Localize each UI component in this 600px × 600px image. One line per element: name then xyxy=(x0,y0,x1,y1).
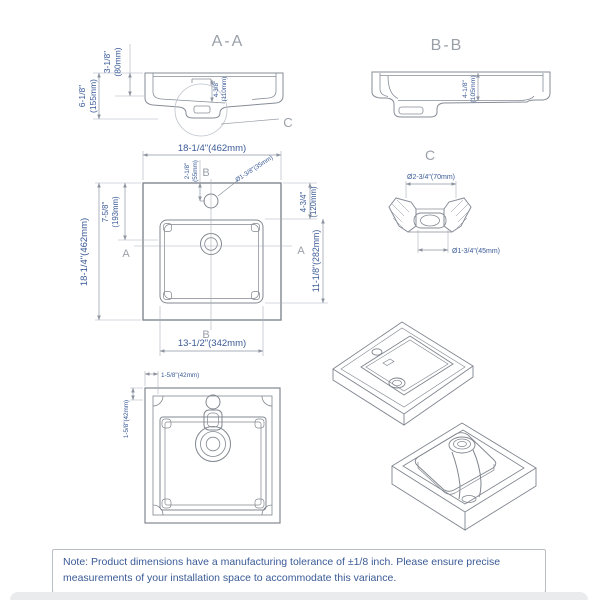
dim-bottom-edge-v: 1-5/8"(42mm) xyxy=(123,400,130,438)
drain-bottom-outer xyxy=(195,426,231,462)
section-marker-b-top: B xyxy=(202,167,209,179)
dim-basin-depth-in: 4-3/8" xyxy=(213,81,220,98)
iso-drain xyxy=(388,377,406,389)
section-view-aa xyxy=(144,72,284,137)
dim-right-offset-mm: (120mm) xyxy=(309,186,318,218)
dim-overall-width: 18-1/4"(462mm) xyxy=(178,143,246,154)
iso-drain-underside xyxy=(448,436,476,454)
section-view-bb xyxy=(371,71,551,118)
plan-view xyxy=(134,179,292,330)
bottom-view-dimensions xyxy=(130,371,159,401)
view-title-c: C xyxy=(425,147,435,163)
isometric-top-view xyxy=(332,321,474,426)
note-text: Note: Product dimensions have a manufact… xyxy=(63,556,501,584)
dim-hole-diameter: Ø1-3/8"(35mm) xyxy=(234,154,274,183)
dim-basin-width: 13-1/2"(342mm) xyxy=(178,338,246,349)
bottom-view xyxy=(144,387,281,524)
dim-basin-length: 11-1/8"(282mm) xyxy=(311,230,321,293)
note-box: Note: Product dimensions have a manufact… xyxy=(52,549,546,593)
footer-card-edge xyxy=(10,592,588,600)
dim-hole-offset-in: 2-1/8" xyxy=(184,163,191,180)
detail-c-dimensions xyxy=(405,181,457,253)
section-aa-dimensions xyxy=(93,44,214,120)
view-title-aa: A-A xyxy=(212,33,245,50)
dim-drain-bottom-dia: Ø1-3/4"(45mm) xyxy=(452,248,500,255)
detail-ref-label: C xyxy=(283,115,292,130)
dim-total-height-mm: (155mm) xyxy=(88,79,98,113)
dim-bottom-edge-h: 1-5/8"(42mm) xyxy=(161,372,199,379)
section-marker-a-left: A xyxy=(122,248,130,260)
dim-total-height-in: 6-1/8" xyxy=(77,85,87,107)
iso-faucet-hole xyxy=(371,348,383,356)
view-title-bb: B-B xyxy=(431,37,464,54)
detail-leader-line xyxy=(220,118,280,125)
plan-dimensions xyxy=(95,151,328,356)
dim-bb-depth-in: 4-1/8" xyxy=(462,79,469,97)
section-marker-b-bottom: B xyxy=(202,329,209,341)
isometric-underside-view xyxy=(391,422,537,531)
dim-rim-height-mm: (80mm) xyxy=(113,47,123,76)
faucet-hole-bottom xyxy=(205,394,221,410)
dim-bb-depth-mm: (105mm) xyxy=(470,75,477,102)
detail-view-c xyxy=(388,197,472,233)
section-marker-a-right: A xyxy=(297,245,305,257)
dim-rim-height-in: 3-1/8" xyxy=(102,51,112,73)
dim-overall-depth: 18-1/4"(462mm) xyxy=(79,218,90,286)
dim-right-offset-in: 4-3/4" xyxy=(299,192,308,213)
dim-drain-top-dia: Ø2-3/4"(70mm) xyxy=(407,174,455,181)
dim-hole-offset-mm: (55mm) xyxy=(192,160,199,182)
detail-callout-circle xyxy=(174,83,228,137)
dim-basin-offset-in: 7-5/8" xyxy=(101,202,110,223)
dim-basin-depth-mm: (110mm) xyxy=(221,77,228,102)
dim-basin-offset-mm: (193mm) xyxy=(111,196,120,228)
